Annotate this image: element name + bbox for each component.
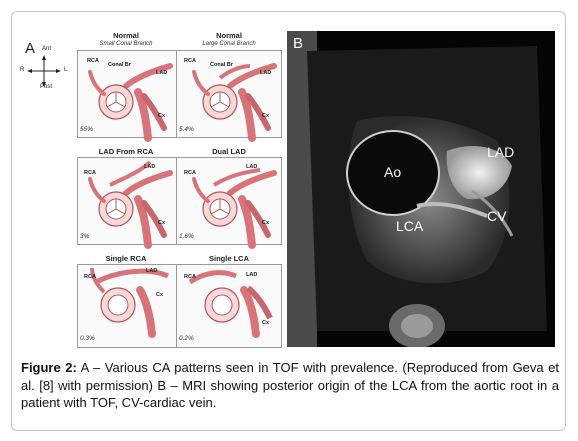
diagram-4	[194, 168, 274, 245]
panel-a-letter: A	[25, 40, 36, 57]
cell-2-label-rca: RCA	[184, 58, 196, 64]
compass-l: L	[64, 67, 68, 73]
cell-1-label-rca: RCA	[87, 58, 99, 64]
cell-5-label-rca: RCA	[84, 274, 96, 280]
cell-3-label-cx: Cx	[158, 220, 166, 226]
mri-label-lad: LAD	[487, 144, 515, 160]
cell-2-title: Normal	[216, 31, 242, 40]
diagram-2	[194, 66, 274, 138]
cell-4-title: Dual LAD	[212, 147, 246, 156]
compass-ant: Ant	[42, 46, 52, 52]
cell-4-label-rca: RCA	[184, 170, 196, 176]
cell-2-percent: 5.4%	[179, 126, 194, 133]
figure-caption: Figure 2: A – Various CA patterns seen i…	[21, 359, 559, 412]
mri-image	[287, 31, 555, 347]
cell-1-subtitle: Small Conal Branch	[99, 41, 153, 47]
caption-text: A – Various CA patterns seen in TOF with…	[21, 360, 559, 410]
cell-3-title: LAD From RCA	[98, 147, 154, 156]
panel-b-mri	[287, 31, 555, 347]
cell-6-percent: 0.2%	[179, 335, 194, 342]
cell-4-label-cx: Cx	[262, 220, 270, 226]
cell-5-percent: 0.3%	[80, 335, 95, 342]
cell-6-label-cx: Cx	[262, 320, 270, 326]
cell-6-label-rca: RCA	[184, 274, 196, 280]
panel-b-letter: B	[293, 35, 304, 52]
cell-1-label-conal: Conal Br	[108, 62, 131, 68]
cell-3-label-lad: LAD	[144, 164, 156, 170]
cell-2-label-conal: Conal Br	[210, 62, 233, 68]
mri-label-lca: LCA	[396, 218, 424, 234]
coronary-diagrams	[0, 0, 290, 338]
cell-5-label-cx: Cx	[156, 292, 164, 298]
diagram-5	[90, 267, 170, 338]
caption-lead: Figure 2:	[21, 360, 77, 375]
cell-1-label-lad: LAD	[156, 70, 168, 76]
cell-2-label-cx: Cx	[262, 113, 270, 119]
diagram-6	[188, 270, 273, 338]
cell-6-title: Single LCA	[208, 254, 249, 263]
cell-5-title: Single RCA	[105, 254, 147, 263]
cell-1-title: Normal	[113, 31, 139, 40]
cell-4-percent: 1.6%	[179, 233, 194, 240]
mri-label-ao: Ao	[384, 164, 402, 180]
cell-2-subtitle: Large Conal Branch	[202, 41, 256, 47]
cell-3-label-rca: RCA	[84, 170, 96, 176]
compass-arrows-icon	[27, 55, 61, 87]
cell-4-label-lad: LAD	[246, 164, 258, 170]
cell-1-percent: 55%	[80, 126, 94, 133]
diagram-1	[90, 66, 170, 138]
cell-5-label-lad: LAD	[146, 268, 158, 274]
compass-post: Post	[40, 84, 53, 90]
mri-label-cv: CV	[487, 208, 507, 224]
diagram-3	[90, 160, 170, 245]
cell-2-label-lad: LAD	[260, 70, 272, 76]
compass-r: R	[20, 67, 25, 73]
cell-3-percent: 3%	[80, 233, 90, 240]
cell-6-label-lad: LAD	[246, 272, 258, 278]
cell-1-label-cx: Cx	[158, 113, 166, 119]
